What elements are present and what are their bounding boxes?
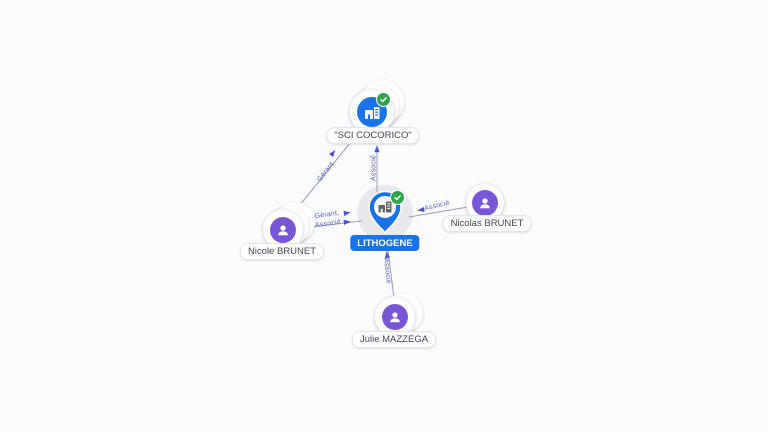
edge-nicolas-brunet-lithogene: [408, 206, 469, 218]
node-label-sci-cocorico[interactable]: "SCI COCORICO": [326, 127, 420, 144]
check-icon: [394, 195, 401, 201]
node-card: [375, 297, 415, 337]
person-avatar: [270, 217, 296, 243]
person-icon: [480, 198, 490, 209]
edge-label-associe: Associé: [370, 155, 378, 181]
edge-arrow: [343, 219, 351, 225]
edge-arrow: [374, 145, 380, 153]
node-nicole-brunet[interactable]: [263, 202, 315, 250]
node-label-julie-mazzega[interactable]: Julie MAZZEGA: [351, 331, 437, 348]
node-label-nicole-brunet[interactable]: Nicole BRUNET: [239, 243, 325, 260]
node-label-lithogene[interactable]: LITHOGENE: [350, 235, 420, 251]
person-icon: [278, 225, 288, 236]
edge-arrow: [343, 210, 351, 216]
node-label-nicolas-brunet[interactable]: Nicolas BRUNET: [442, 215, 532, 232]
edge-arrow: [328, 149, 336, 158]
node-sci-cocorico[interactable]: [350, 80, 404, 134]
verified-badge: [390, 190, 405, 205]
edge-arrow: [417, 206, 425, 213]
node-card: [350, 90, 394, 134]
check-icon: [380, 97, 387, 103]
building-icon: [365, 107, 380, 119]
node-julie-mazzega[interactable]: [375, 293, 423, 337]
node-lithogene[interactable]: [367, 190, 405, 236]
person-avatar: [382, 304, 408, 330]
edge-arrow: [384, 251, 391, 259]
edge-julie-mazzega-lithogene: [387, 250, 395, 299]
verified-badge: [376, 92, 391, 107]
person-avatar: [472, 190, 498, 216]
person-icon: [390, 312, 400, 323]
edge-nicole-brunet-sci-cocorico: [290, 131, 360, 217]
